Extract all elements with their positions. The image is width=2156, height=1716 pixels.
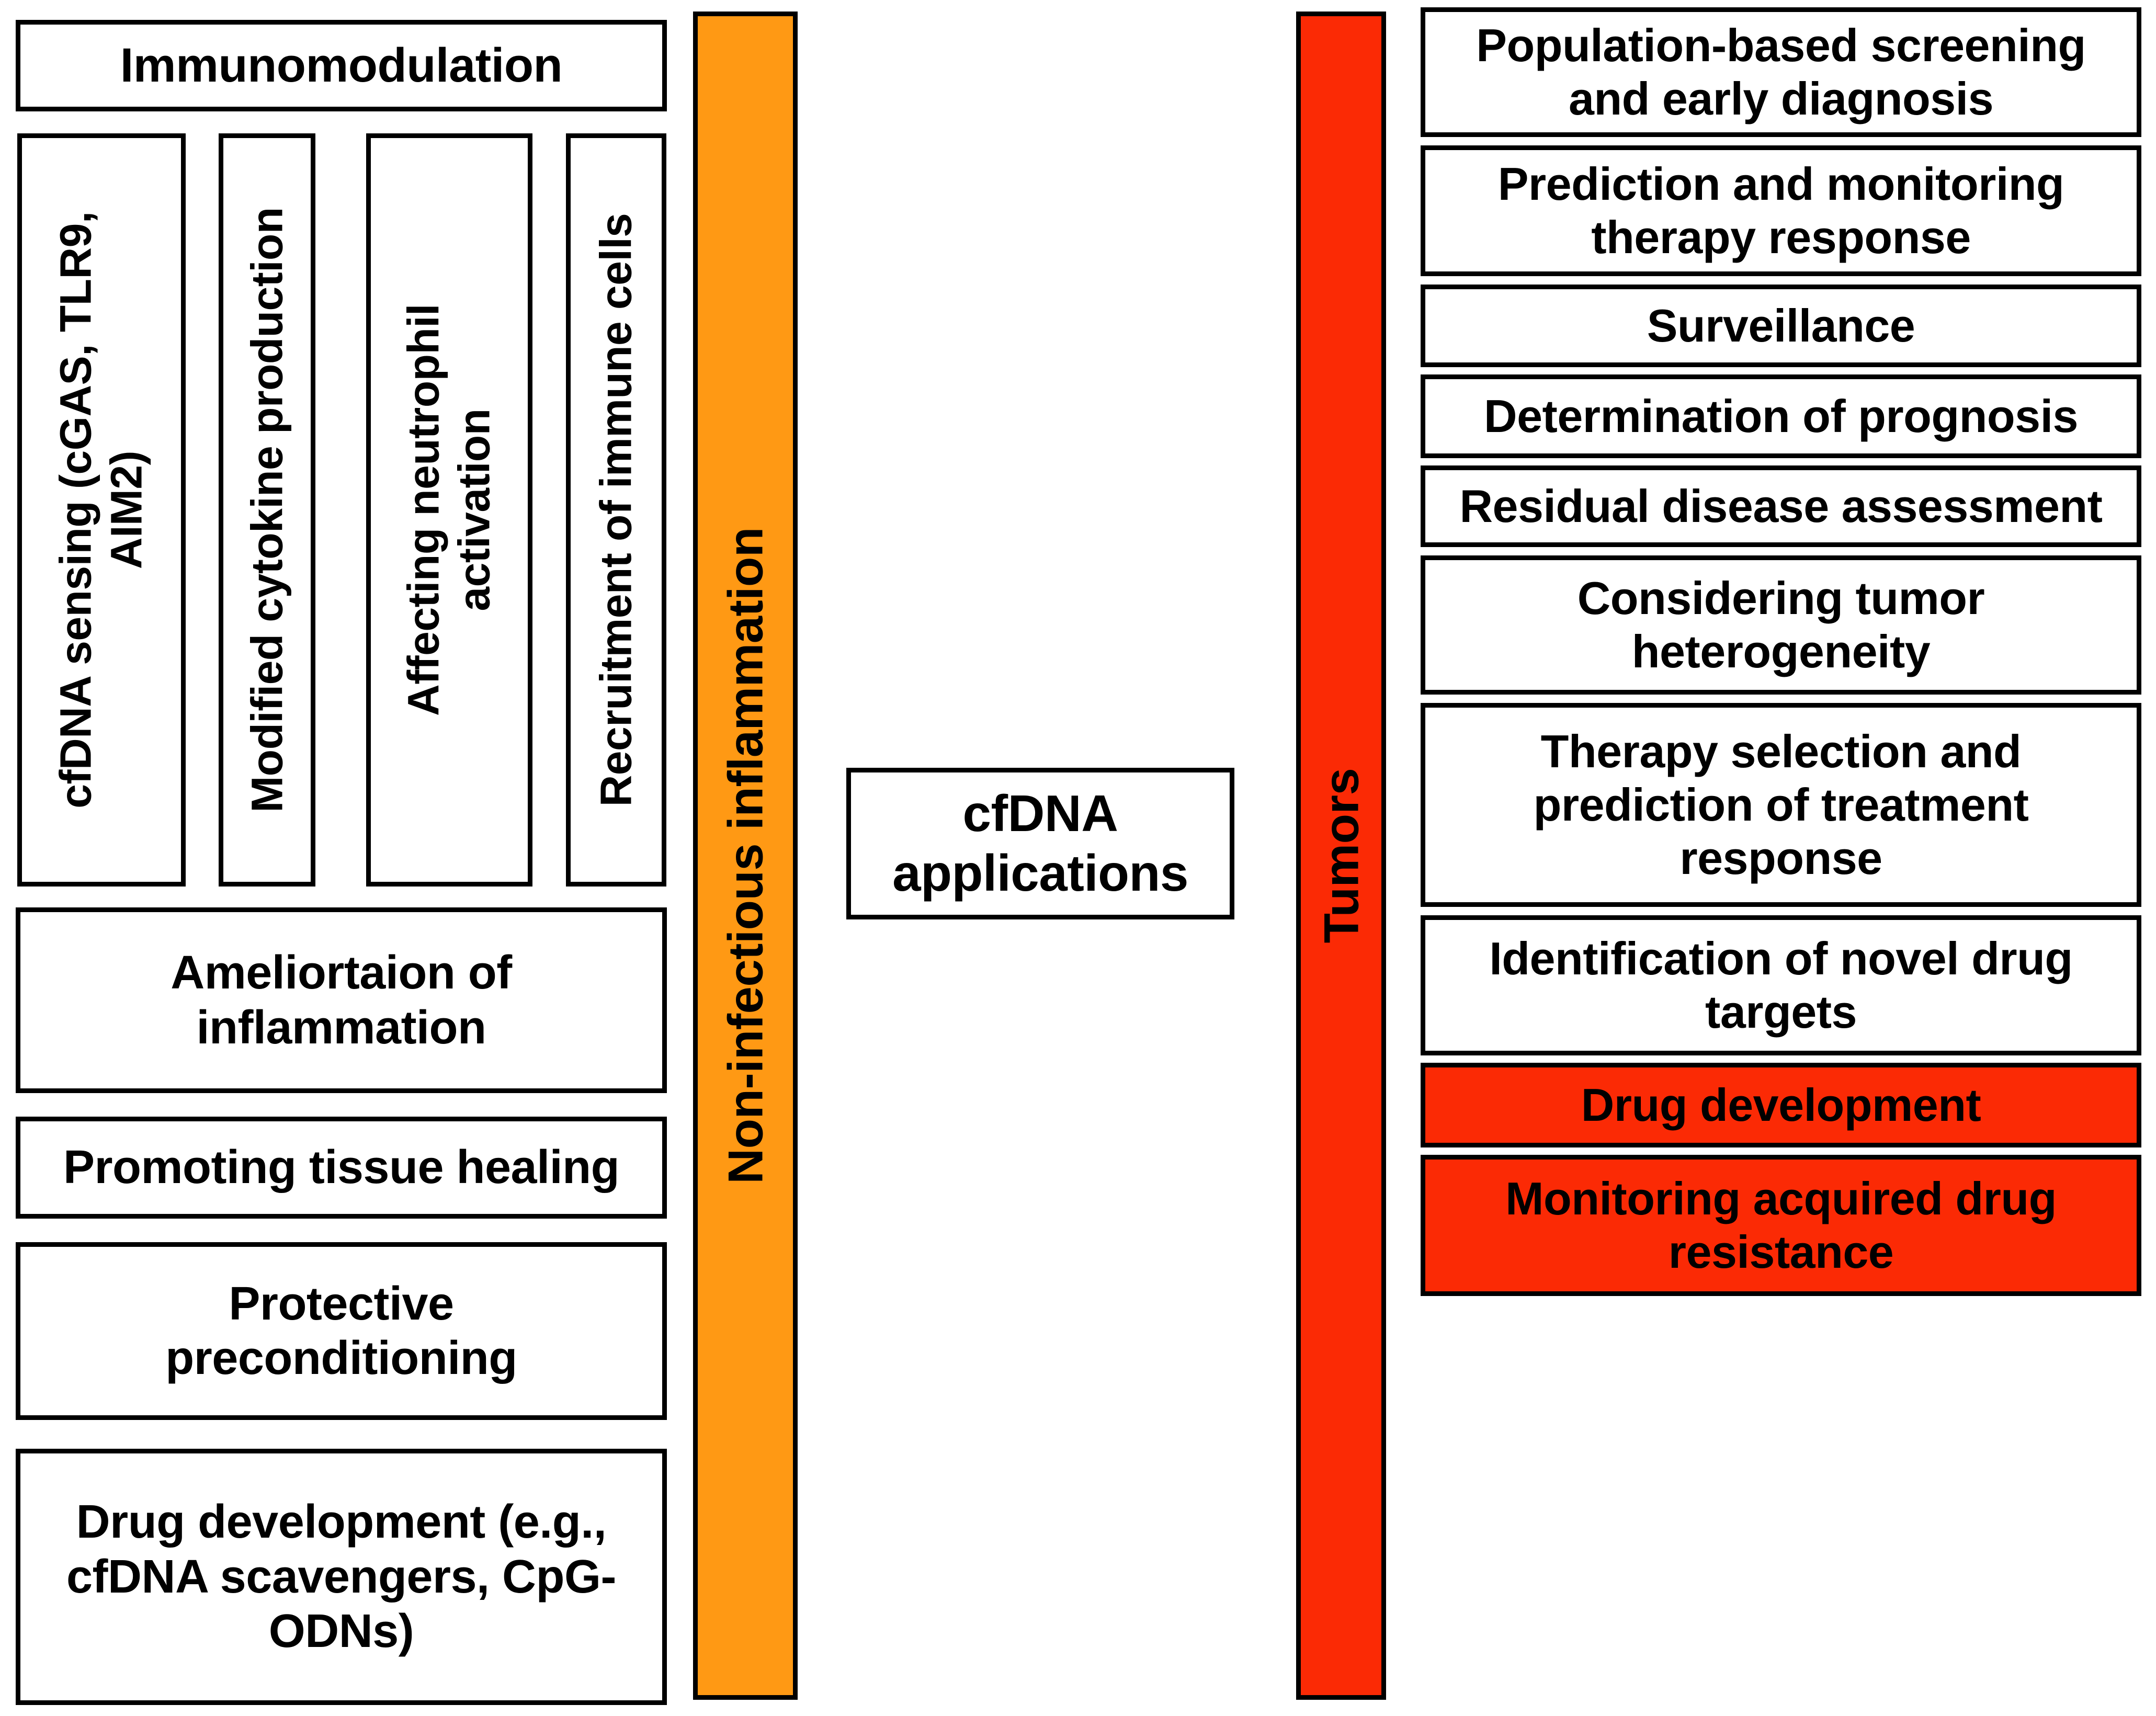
right-item-residual-disease-assessment: Residual disease assessment [1421, 465, 2141, 547]
left-subitem-cfdna-sensing: cfDNA sensing (cGAS, TLR9, AIM2) [17, 133, 186, 887]
left-header-immunomodulation: Immunomodulation [16, 20, 667, 111]
right-item-identification-of-novel-drug-targets: Identification of novel drug targets [1421, 915, 2141, 1055]
right-item-monitoring-acquired-drug-resistance: Monitoring acquired drug resistance [1421, 1155, 2141, 1296]
left-item-promoting-tissue-healing: Promoting tissue healing [16, 1117, 667, 1219]
left-subitem-cfdna-sensing-label: cfDNA sensing (cGAS, TLR9, AIM2) [51, 211, 151, 809]
right-item-determination-of-prognosis: Determination of prognosis [1421, 374, 2141, 458]
left-subitem-modified-cytokine-production: Modified cytokine production [219, 133, 315, 887]
left-branch-bar-non-infectious-inflammation: Non-infectious inflammation [693, 12, 798, 1700]
left-subitem-affecting-neutrophil-activation: Affecting neutrophil activation [366, 133, 532, 887]
left-subitem-recruitment-of-immune-cells-label: Recruitment of immune cells [591, 213, 641, 807]
left-subitem-affecting-neutrophil-activation-label: Affecting neutrophil activation [399, 304, 499, 716]
right-item-population-based-screening: Population-based screening and early dia… [1421, 7, 2141, 137]
right-item-therapy-selection-and-prediction-of-treatment-response: Therapy selection and prediction of trea… [1421, 703, 2141, 907]
left-item-amelioration-of-inflammation: Ameliortaion of inflammation [16, 907, 667, 1093]
right-item-surveillance: Surveillance [1421, 285, 2141, 367]
right-item-prediction-and-monitoring-therapy-response: Prediction and monitoring therapy respon… [1421, 145, 2141, 276]
left-item-drug-development: Drug development (e.g., cfDNA scavengers… [16, 1449, 667, 1705]
right-item-considering-tumor-heterogeneity: Considering tumor heterogeneity [1421, 555, 2141, 695]
right-item-drug-development: Drug development [1421, 1063, 2141, 1147]
center-node-cfdna-applications: cfDNA applications [846, 768, 1234, 919]
left-item-protective-preconditioning: Protective preconditioning [16, 1242, 667, 1420]
left-subitem-recruitment-of-immune-cells: Recruitment of immune cells [566, 133, 666, 887]
left-branch-bar-label: Non-infectious inflammation [718, 527, 773, 1184]
right-branch-bar-tumors: Tumors [1296, 12, 1386, 1700]
left-subitem-modified-cytokine-production-label: Modified cytokine production [242, 207, 291, 813]
right-branch-bar-label: Tumors [1313, 768, 1369, 944]
